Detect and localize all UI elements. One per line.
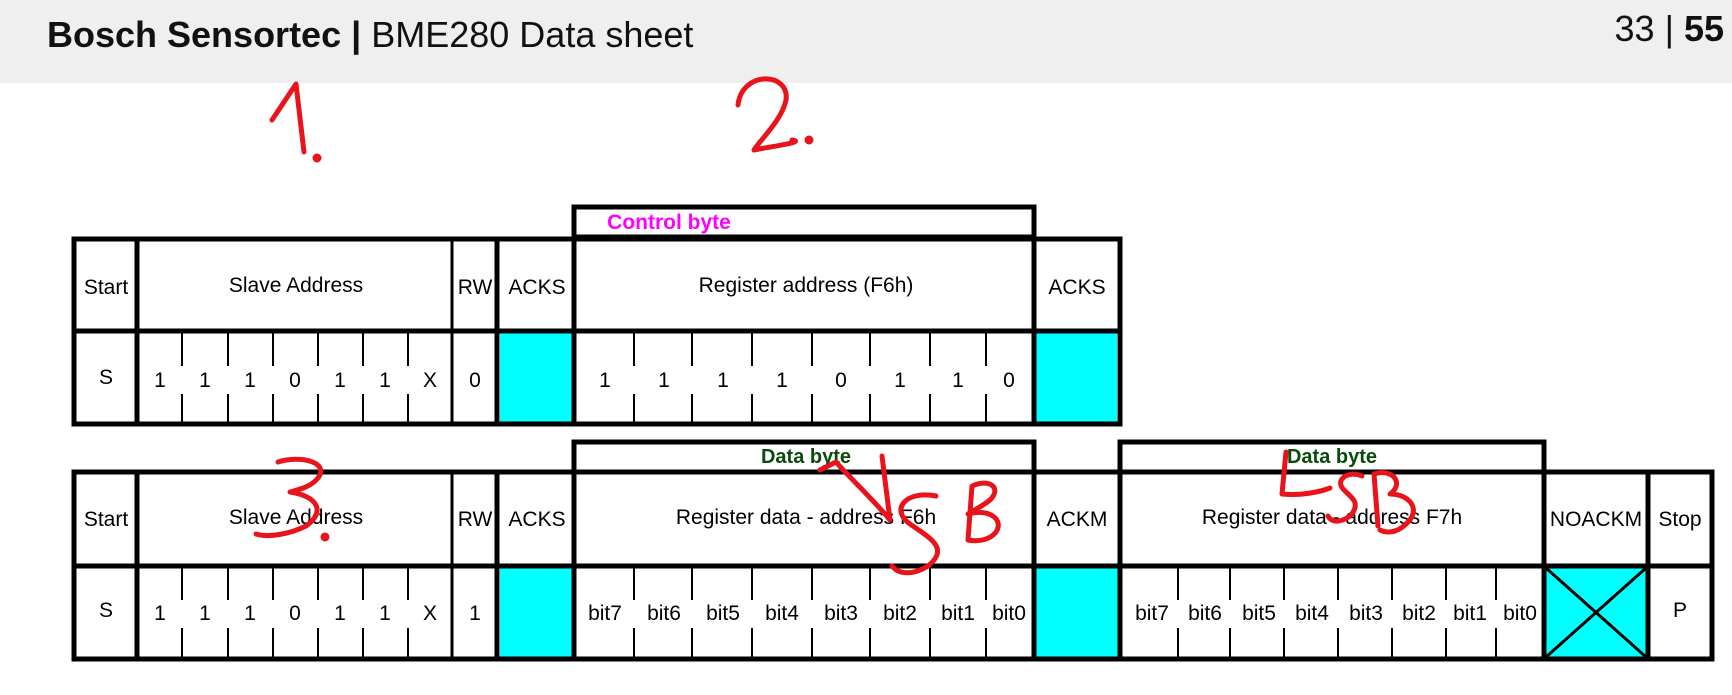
lsb-bit: bit2 (1402, 602, 1436, 625)
ackm-cell (1036, 568, 1118, 657)
address-bit: 1 (334, 369, 346, 392)
header-stop: Stop (1658, 508, 1701, 531)
register-bit: 1 (894, 369, 906, 392)
address-bit: 0 (289, 369, 301, 392)
company-name: Bosch Sensortec (47, 14, 342, 55)
write-frame (71, 204, 1123, 427)
header-slave-address: Slave Address (229, 506, 363, 529)
header-noackm: NOACKM (1550, 508, 1642, 531)
msb-bit: bit3 (824, 602, 858, 625)
start-value: S (99, 366, 113, 389)
register-bit: 0 (1003, 369, 1015, 392)
header-acks: ACKS (508, 508, 565, 531)
read-frame (71, 439, 1715, 662)
header-acks: ACKS (1048, 276, 1105, 299)
register-bit: 1 (717, 369, 729, 392)
page-indicator: 33 | 55 (1615, 8, 1724, 50)
page-header: Bosch Sensortec | BME280 Data sheet 33 |… (0, 0, 1732, 83)
noackm-cross (1545, 566, 1647, 659)
control-byte-label: Control byte (607, 211, 731, 234)
address-bit: 1 (154, 369, 166, 392)
lsb-bit: bit0 (1503, 602, 1537, 625)
address-bit-ticks (181, 331, 409, 424)
msb-bit-ticks (633, 566, 987, 659)
data-byte-msb-label: Data byte (761, 446, 851, 468)
address-bit-ticks (181, 566, 409, 659)
register-bit: 1 (599, 369, 611, 392)
data-byte-lsb-label: Data byte (1287, 446, 1377, 468)
lsb-bit: bit3 (1349, 602, 1383, 625)
title-separator: | (351, 14, 362, 55)
annotation-mark-2 (735, 76, 814, 153)
address-bit: 1 (379, 369, 391, 392)
header-rw: RW (458, 276, 493, 299)
header-register-data-f6: Register data - address F6h (676, 506, 936, 529)
rw-bit: 1 (469, 602, 481, 625)
header-register-address: Register address (F6h) (699, 274, 914, 297)
address-bit: 1 (244, 369, 256, 392)
address-bit: 1 (334, 602, 346, 625)
register-bit: 0 (835, 369, 847, 392)
msb-bit: bit0 (992, 602, 1026, 625)
address-bit: 1 (154, 602, 166, 625)
lsb-bit: bit7 (1135, 602, 1169, 625)
header-slave-address: Slave Address (229, 274, 363, 297)
header-start: Start (84, 276, 129, 299)
register-bit: 1 (952, 369, 964, 392)
stop-value: P (1673, 599, 1687, 622)
lsb-bit-ticks (1177, 566, 1497, 659)
start-value: S (99, 599, 113, 622)
lsb-bit: bit4 (1295, 602, 1329, 625)
register-bit: 1 (776, 369, 788, 392)
register-bit: 1 (658, 369, 670, 392)
page-total: 55 (1683, 8, 1724, 49)
msb-bit: bit2 (883, 602, 917, 625)
header-start: Start (84, 508, 129, 531)
address-bit: 1 (199, 369, 211, 392)
msb-bit: bit4 (765, 602, 799, 625)
msb-bit: bit6 (647, 602, 681, 625)
address-bit: 1 (244, 602, 256, 625)
acks-cell (500, 568, 573, 657)
lsb-bit: bit5 (1242, 602, 1276, 625)
handwritten-annotations (253, 76, 1416, 576)
address-bit: 0 (289, 602, 301, 625)
address-bit: X (423, 602, 437, 625)
annotation-msb (817, 453, 1001, 576)
address-bit: 1 (199, 602, 211, 625)
address-bit: X (423, 369, 437, 392)
address-bit: 1 (379, 602, 391, 625)
document-name: BME280 Data sheet (371, 14, 694, 55)
page-separator: | (1664, 8, 1674, 49)
page-current: 33 (1614, 8, 1655, 49)
lsb-bit: bit6 (1188, 602, 1222, 625)
annotation-lsb (1279, 449, 1416, 535)
header-acks: ACKS (508, 276, 565, 299)
lsb-bit: bit1 (1453, 602, 1487, 625)
document-title: Bosch Sensortec | BME280 Data sheet (47, 14, 693, 56)
annotation-mark-1 (269, 81, 322, 163)
header-rw: RW (458, 508, 493, 531)
msb-bit: bit1 (941, 602, 975, 625)
rw-bit: 0 (469, 369, 481, 392)
acks-cell (1036, 332, 1117, 422)
register-bit-ticks (633, 331, 987, 424)
acks-cell (500, 332, 573, 422)
msb-bit: bit5 (706, 602, 740, 625)
msb-bit: bit7 (588, 602, 622, 625)
annotation-mark-3 (253, 456, 330, 542)
header-ackm: ACKM (1047, 508, 1108, 531)
